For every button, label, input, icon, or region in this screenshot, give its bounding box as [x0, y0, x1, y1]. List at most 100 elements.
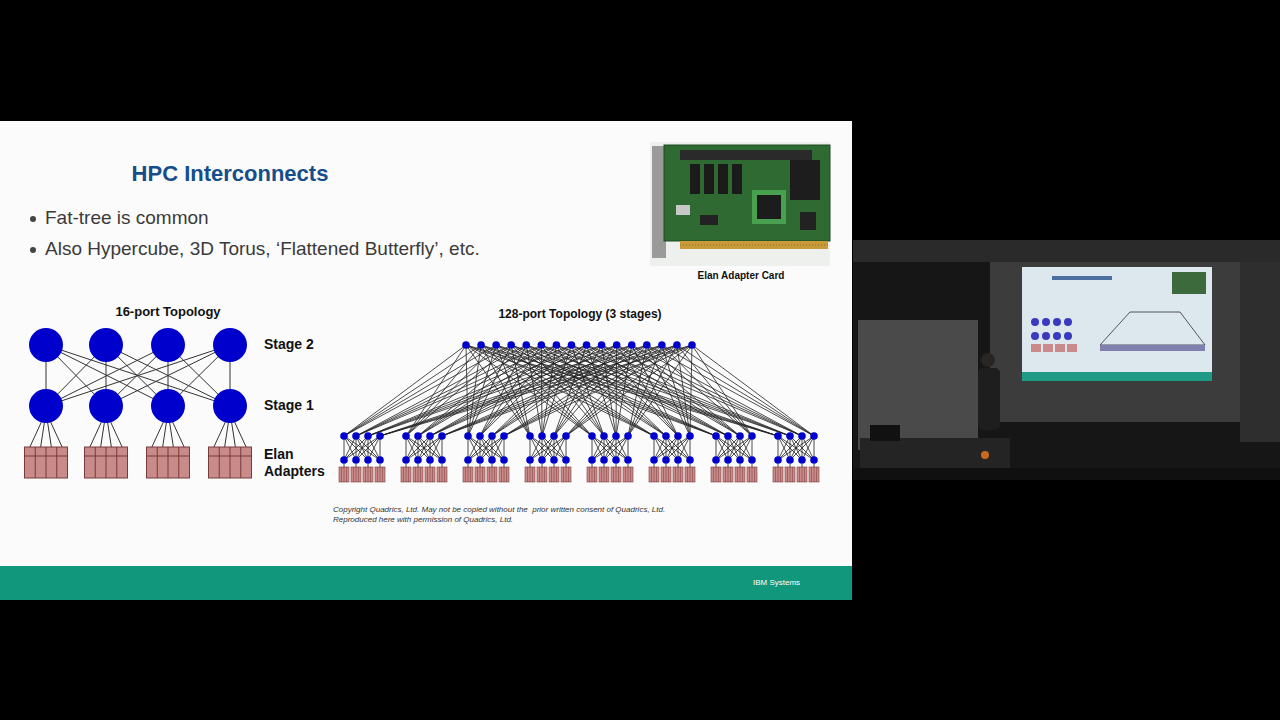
- adapter-divider: [240, 447, 241, 478]
- adapter-block: [735, 467, 745, 482]
- link-line: [442, 345, 647, 436]
- adapter-divider: [408, 467, 409, 482]
- adapter-divider: [35, 447, 36, 478]
- switch-dot: [476, 432, 484, 440]
- adapter-divider: [728, 467, 729, 482]
- adapter-block: [599, 467, 609, 482]
- adapter-divider: [95, 447, 96, 478]
- switch-dot: [658, 341, 666, 349]
- switch-dot: [538, 456, 546, 464]
- switch-dot: [712, 432, 720, 440]
- bullet-text: Fat-tree is common: [45, 207, 209, 230]
- switch-dot: [340, 432, 348, 440]
- adapter-block: [537, 467, 547, 482]
- switch-dot: [612, 456, 620, 464]
- adapter-divider: [382, 467, 383, 482]
- adapter-divider: [168, 447, 169, 478]
- switch-dot: [662, 456, 670, 464]
- switch-dot: [352, 456, 360, 464]
- adapter-divider: [556, 467, 557, 482]
- adapter-block: [747, 467, 757, 482]
- switch-dot: [748, 456, 756, 464]
- stage-label: Stage 2: [264, 336, 314, 353]
- adapter-block: [649, 467, 659, 482]
- adapter-divider: [814, 467, 815, 482]
- switch-dot: [550, 456, 558, 464]
- adapter-divider: [678, 467, 679, 482]
- adapter-divider: [465, 467, 466, 482]
- switch-circle: [29, 389, 63, 423]
- link-line: [692, 345, 814, 436]
- link-line: [592, 464, 593, 467]
- switch-dot: [612, 432, 620, 440]
- photo-caption: Elan Adapter Card: [698, 270, 785, 282]
- camera-view: [853, 240, 1280, 480]
- adapter-divider: [380, 467, 381, 482]
- switch-dot: [600, 432, 608, 440]
- adapter-divider: [752, 467, 753, 482]
- switch-dot: [364, 456, 372, 464]
- adapter-divider: [656, 467, 657, 482]
- switch-dot: [786, 456, 794, 464]
- switch-dot: [774, 432, 782, 440]
- copyright-note: Copyright Quadrics, Ltd. May not be copi…: [333, 505, 665, 515]
- switch-dot: [786, 432, 794, 440]
- link-line: [571, 345, 728, 436]
- switch-circle: [29, 328, 63, 362]
- switch-dot: [588, 456, 596, 464]
- switch-dot: [438, 432, 446, 440]
- adapter-card-photo: [650, 142, 830, 266]
- link-line: [418, 464, 419, 467]
- adapter-divider: [804, 467, 805, 482]
- switch-dot: [774, 456, 782, 464]
- link-line: [406, 345, 496, 436]
- adapter-divider: [675, 467, 676, 482]
- bullet-dot: [30, 247, 36, 253]
- adapter-divider: [554, 467, 555, 482]
- adapter-divider: [501, 467, 502, 482]
- adapter-block: [363, 467, 373, 482]
- adapter-divider: [778, 467, 779, 482]
- slide-title: HPC Interconnects: [132, 161, 329, 187]
- link-line: [628, 464, 629, 467]
- switch-dot: [414, 432, 422, 440]
- adapter-divider: [539, 467, 540, 482]
- link-line: [430, 345, 617, 436]
- adapter-divider: [468, 467, 469, 482]
- adapter-divider: [742, 467, 743, 482]
- adapter-divider: [542, 467, 543, 482]
- link-line: [496, 345, 778, 436]
- adapter-divider: [406, 467, 407, 482]
- switch-dot: [613, 341, 621, 349]
- link-line: [690, 464, 691, 467]
- adapter-divider: [544, 467, 545, 482]
- adapter-divider: [403, 467, 404, 482]
- link-line: [790, 464, 791, 467]
- adapter-divider: [506, 467, 507, 482]
- switch-dot: [538, 432, 546, 440]
- adapter-divider: [344, 467, 345, 482]
- link-line: [814, 464, 815, 467]
- adapter-block: [339, 467, 349, 482]
- adapter-divider: [504, 467, 505, 482]
- adapter-block: [351, 467, 361, 482]
- adapter-divider: [116, 447, 117, 478]
- adapter-divider: [730, 467, 731, 482]
- adapter-divider: [687, 467, 688, 482]
- link-line: [468, 436, 504, 460]
- switch-dot: [476, 456, 484, 464]
- adapter-block: [587, 467, 597, 482]
- link-line: [716, 464, 717, 467]
- adapter-divider: [680, 467, 681, 482]
- link-line: [356, 464, 357, 467]
- link-line: [492, 464, 493, 467]
- link-line: [616, 464, 617, 467]
- adapter-divider: [527, 467, 528, 482]
- adapter-divider: [482, 467, 483, 482]
- one-twenty-eight-port-topology: [339, 341, 819, 482]
- link-line: [654, 436, 690, 460]
- link-line: [406, 464, 407, 467]
- switch-circle: [151, 389, 185, 423]
- link-line: [654, 436, 690, 460]
- switch-circle: [213, 389, 247, 423]
